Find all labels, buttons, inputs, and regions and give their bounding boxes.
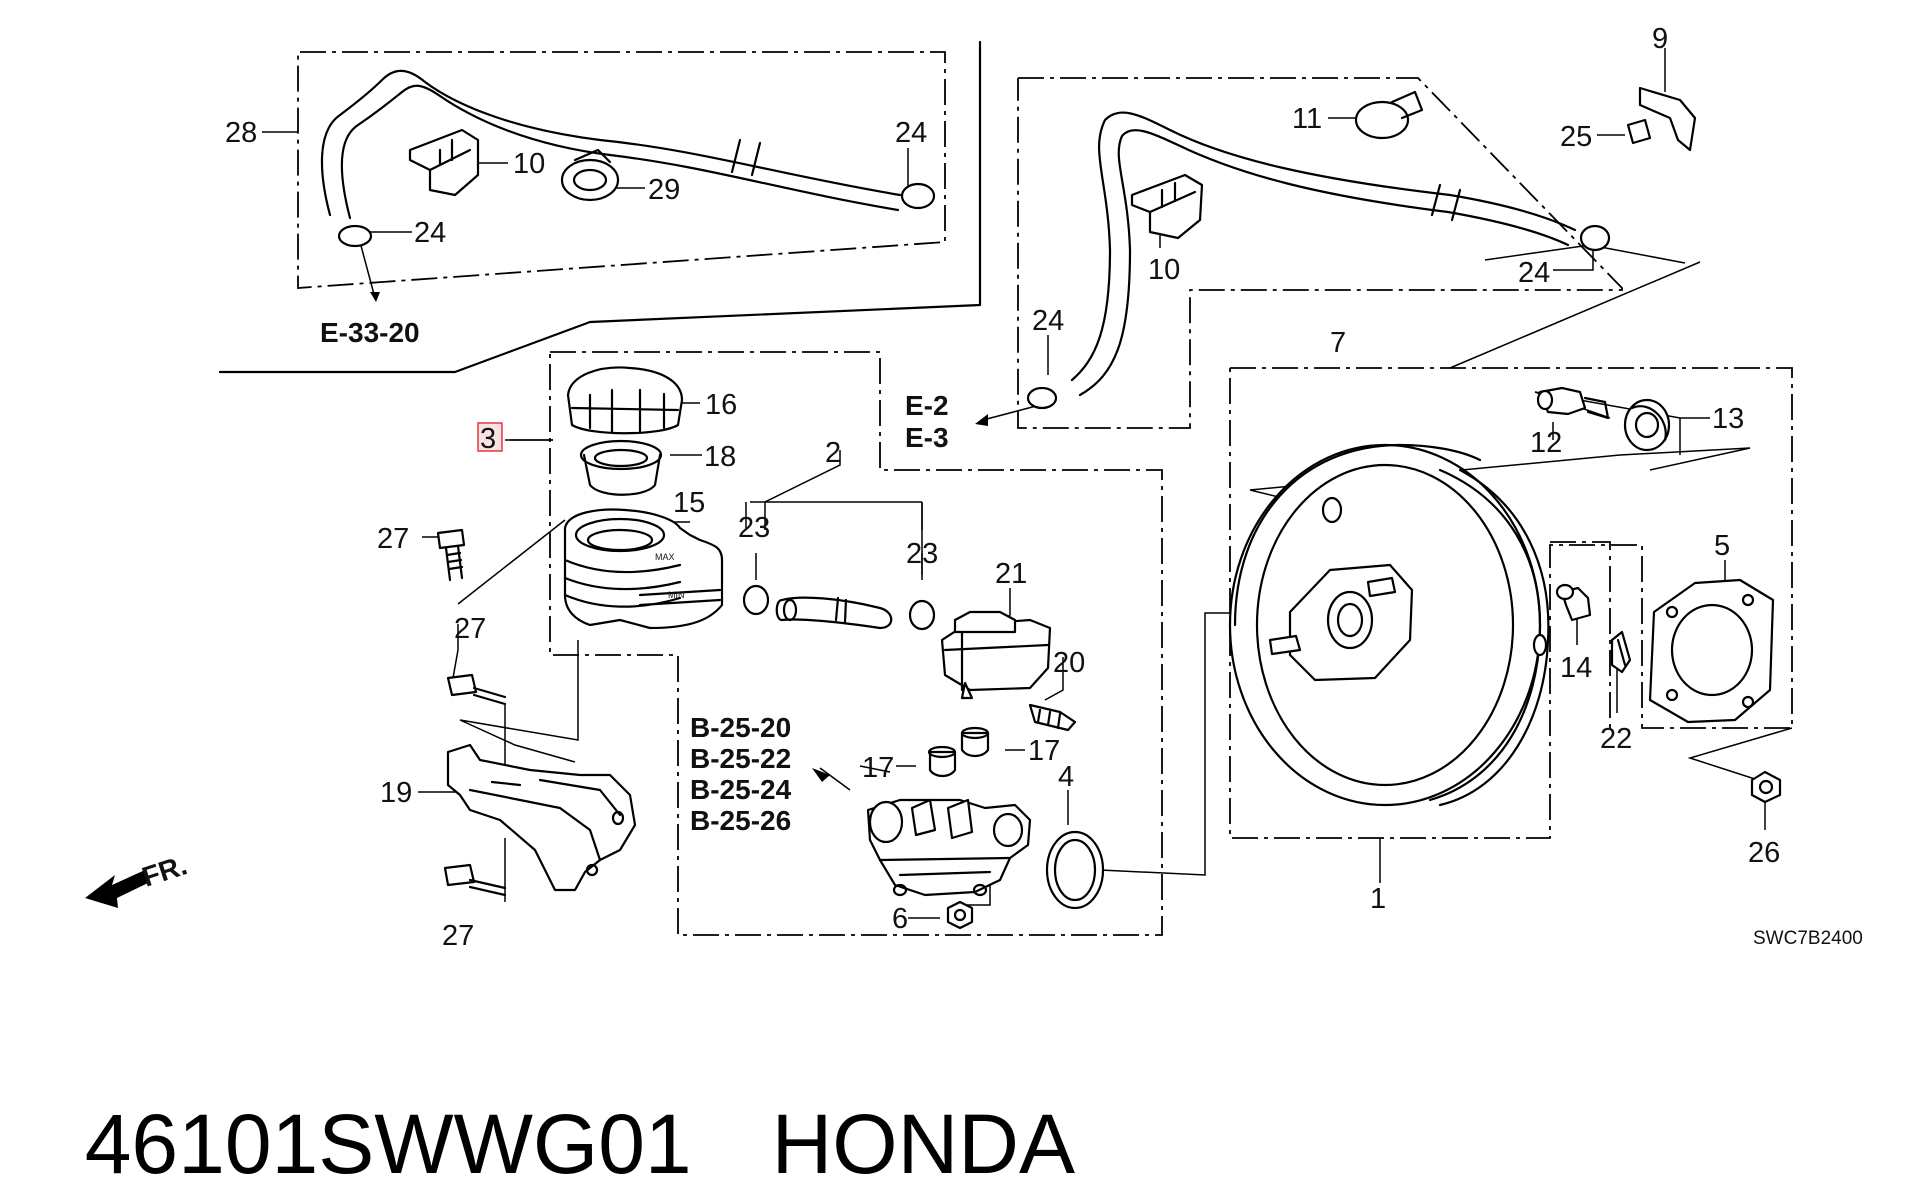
callout-3: 3 (480, 423, 496, 455)
callout-27-top: 27 (377, 523, 409, 555)
reference-labels: E-33-20 E-2 E-3 B-25-20 B-25-22 B-25-24 … (320, 317, 949, 836)
bracket-19 (446, 743, 637, 892)
callout-1: 1 (1370, 883, 1386, 915)
ref-e-3: E-3 (905, 422, 949, 453)
parts-diagram: MAX MIN (85, 23, 1863, 952)
callout-2: 2 (825, 437, 841, 469)
vacuum-hose-right (1070, 111, 1577, 397)
callout-13: 13 (1712, 403, 1744, 435)
check-valve-12 (1536, 386, 1610, 420)
ref-b-25-24: B-25-24 (690, 774, 792, 805)
plug-17-right (960, 726, 990, 758)
bolt-25 (1626, 118, 1652, 145)
sensor-20 (1028, 703, 1077, 732)
callout-15: 15 (673, 487, 705, 519)
callout-7: 7 (1330, 327, 1346, 359)
front-direction-arrow: FR. (85, 849, 191, 908)
callout-26: 26 (1748, 837, 1780, 869)
reservoir-max-mark: MAX (655, 552, 675, 562)
callout-19: 19 (380, 777, 412, 809)
strainer-18 (579, 439, 663, 496)
brake-booster-1 (1228, 443, 1550, 807)
ref-e-33-20: E-33-20 (320, 317, 420, 348)
hose-2 (775, 596, 893, 630)
clamp-24-left-right (900, 182, 936, 210)
callout-17-right: 17 (1028, 735, 1060, 767)
reservoir-min-mark: MIN (668, 590, 685, 600)
callout-6: 6 (892, 903, 908, 935)
bracket-9 (1638, 86, 1697, 152)
callout-14: 14 (1560, 652, 1592, 684)
callout-18: 18 (704, 441, 736, 473)
ref-e-2: E-2 (905, 390, 949, 421)
bolt-27-bottom (443, 863, 507, 897)
o-ring-4 (1045, 830, 1105, 910)
ref-b-25-26: B-25-26 (690, 805, 791, 836)
callout-24-right-low: 24 (1032, 305, 1064, 337)
diagram-code: SWC7B2400 (1753, 928, 1863, 949)
clamp-24-left-small (337, 224, 373, 248)
callout-16: 16 (705, 389, 737, 421)
gasket-5 (1648, 578, 1775, 724)
bolt-27-mid (446, 673, 507, 706)
nut-6 (946, 900, 974, 930)
part-number: 46101SWWG01 (84, 1097, 692, 1191)
callout-23-right: 23 (906, 538, 938, 570)
callout-9: 9 (1652, 23, 1668, 55)
callout-24-left-top: 24 (895, 117, 927, 149)
callout-27-bottom: 27 (442, 920, 474, 952)
plug-17-left (927, 745, 957, 778)
group-frames (297, 51, 1793, 936)
clamp-23-left (742, 584, 770, 616)
clip-22 (1610, 630, 1632, 674)
brand-name: HONDA (771, 1097, 1075, 1191)
boundary-lines (218, 40, 982, 374)
callout-28: 28 (225, 117, 257, 149)
ref-b-25-20: B-25-20 (690, 712, 791, 743)
master-cylinder (866, 798, 1032, 897)
grommet-13 (1623, 398, 1671, 452)
clamp-24-right-low (1026, 386, 1058, 410)
clamp-29 (560, 148, 620, 202)
callout-20: 20 (1053, 647, 1085, 679)
callout-3-highlight (477, 422, 503, 452)
callout-12: 12 (1530, 427, 1562, 459)
pin-14 (1555, 583, 1592, 622)
callout-24-left-low: 24 (414, 217, 446, 249)
clamp-24-right-end (1579, 224, 1611, 252)
callout-25: 25 (1560, 121, 1592, 153)
callout-4: 4 (1058, 761, 1074, 793)
callout-5: 5 (1714, 530, 1730, 562)
callout-27-mid: 27 (454, 613, 486, 645)
callout-numbers: 28 10 29 24 24 9 11 25 10 24 24 7 16 18 … (225, 23, 1780, 952)
bolt-27-top (436, 528, 466, 582)
callout-11: 11 (1292, 103, 1322, 135)
callout-22: 22 (1600, 723, 1632, 755)
front-direction-label: FR. (138, 849, 190, 892)
callout-10-left: 10 (513, 148, 545, 180)
clamp-10-right (1130, 173, 1204, 240)
clamp-10-left (408, 128, 480, 197)
reservoir-cap-16 (566, 366, 684, 435)
reservoir-15: MAX MIN (563, 508, 724, 630)
clamp-11 (1354, 90, 1424, 140)
callout-21: 21 (995, 558, 1027, 590)
nut-26 (1750, 770, 1782, 804)
callout-17-left: 17 (862, 752, 894, 784)
vacuum-hose-left (320, 69, 902, 220)
callout-10-right: 10 (1148, 254, 1180, 286)
ref-b-25-22: B-25-22 (690, 743, 791, 774)
callout-29: 29 (648, 174, 680, 206)
sub-reservoir-21 (940, 610, 1052, 700)
callout-24-right: 24 (1518, 257, 1550, 289)
clamp-23-right (908, 599, 936, 631)
callout-23-left: 23 (738, 512, 770, 544)
